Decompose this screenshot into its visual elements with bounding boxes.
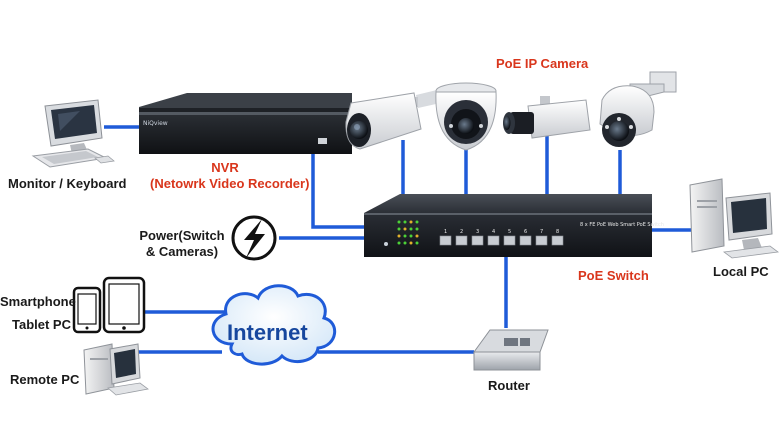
internet-label: Internet bbox=[227, 320, 308, 345]
bullet-camera-icon bbox=[345, 90, 437, 150]
router-label: Router bbox=[488, 378, 530, 393]
dome-camera-icon bbox=[435, 82, 497, 151]
nvr-label: NVR (Netowrk Video Recorder) bbox=[150, 160, 310, 192]
power-label-line2: & Cameras) bbox=[145, 244, 219, 259]
box-camera-icon bbox=[503, 96, 591, 139]
connection-lines bbox=[104, 125, 695, 354]
tablet-icon bbox=[102, 276, 146, 334]
cloud-icon bbox=[211, 284, 336, 366]
switch-leds bbox=[384, 220, 419, 246]
power-bolt-icon bbox=[231, 215, 277, 261]
switch-port-number: 8 bbox=[556, 229, 560, 235]
remote-pc-label: Remote PC bbox=[10, 372, 80, 387]
switch-port-number: 4 bbox=[492, 229, 496, 235]
camera-group-label: PoE IP Camera bbox=[496, 56, 589, 71]
router-device bbox=[473, 329, 549, 371]
nvr-label-line2: (Netowrk Video Recorder) bbox=[150, 176, 310, 191]
nvr-device bbox=[139, 93, 352, 154]
switch-port-number: 7 bbox=[540, 229, 544, 235]
switch-port-number: 5 bbox=[508, 229, 512, 235]
monitor-label: Monitor / Keyboard bbox=[8, 176, 127, 191]
local-pc-label: Local PC bbox=[713, 264, 769, 279]
switch-port-number: 3 bbox=[476, 229, 480, 235]
remote-pc-icon bbox=[83, 343, 149, 396]
power-label-line1: Power(Switch bbox=[139, 228, 225, 243]
switch-port-number: 1 bbox=[444, 229, 448, 235]
link-nvr-switch bbox=[311, 152, 364, 229]
monitor-keyboard-icon bbox=[31, 99, 115, 168]
ptz-camera-icon bbox=[599, 71, 677, 147]
switch-port-number: 6 bbox=[524, 229, 528, 235]
switch-label: PoE Switch bbox=[578, 268, 649, 283]
switch-ports bbox=[439, 235, 564, 246]
nvr-brand-text: NiQview bbox=[143, 120, 168, 127]
power-label: Power(Switch & Cameras) bbox=[134, 228, 230, 260]
switch-port-number: 2 bbox=[460, 229, 464, 235]
tablet-label: Tablet PC bbox=[12, 317, 71, 332]
desktop-pc-icon bbox=[689, 178, 780, 259]
nvr-label-line1: NVR bbox=[211, 160, 239, 175]
switch-model-text: 8 x FE PoE Web Smart PoE Switch bbox=[580, 222, 664, 228]
poe-switch-device bbox=[364, 194, 652, 257]
smartphone-label: Smartphone bbox=[0, 294, 76, 309]
smartphone-icon bbox=[72, 286, 102, 334]
